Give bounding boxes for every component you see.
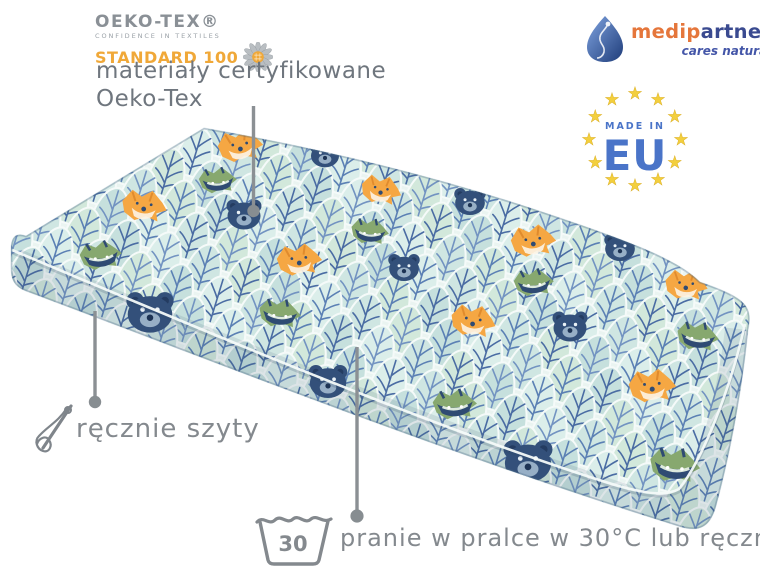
svg-text:★: ★ — [667, 107, 682, 127]
handsewn-feature-label: ręcznie szyty — [76, 414, 260, 444]
caption-line-2: Oeko-Tex — [96, 86, 203, 112]
eu-stars-circle: ★★★★★★★★★★★★ — [581, 84, 689, 196]
daisy-flower-icon — [243, 42, 274, 72]
svg-text:★: ★ — [627, 84, 642, 104]
svg-text:★: ★ — [588, 107, 603, 127]
svg-text:★: ★ — [627, 176, 642, 196]
needle-thread-icon — [35, 404, 73, 453]
svg-text:★: ★ — [673, 130, 688, 150]
oeko-tex-subtitle: CONFIDENCE IN TEXTILES — [95, 32, 221, 40]
caption-line-1: materiały certyfikowane — [96, 58, 387, 84]
svg-text:★: ★ — [650, 170, 665, 190]
svg-text:★: ★ — [667, 153, 682, 173]
mattress-seam — [11, 248, 747, 495]
certified-materials-caption: materiały certyfikowane Oeko-Tex — [96, 57, 386, 113]
svg-text:★: ★ — [650, 90, 665, 110]
oeko-tex-badge: OEKO-TEX® CONFIDENCE IN TEXTILES STANDAR… — [95, 12, 274, 72]
svg-text:★: ★ — [604, 90, 619, 110]
water-drop-figure-icon — [587, 16, 623, 62]
eu-label: EU — [603, 131, 668, 180]
brand-tagline: cares naturally — [681, 44, 760, 58]
mattress-side-shading — [11, 249, 750, 529]
brand-name: medipartners — [631, 22, 760, 42]
oeko-tex-standard: STANDARD 100 — [95, 47, 239, 67]
brand-logo: medipartners cares naturally — [584, 14, 760, 64]
svg-text:★: ★ — [604, 170, 619, 190]
wash-tub-icon: 30 — [255, 515, 333, 566]
made-in-eu-badge: ★★★★★★★★★★★★ MADE IN EU — [581, 84, 689, 196]
brand-name-blue: artners — [700, 20, 760, 43]
svg-text:★: ★ — [581, 130, 596, 150]
wash-temperature: 30 — [278, 532, 307, 556]
brand-name-orange: medip — [631, 20, 701, 43]
svg-text:★: ★ — [588, 153, 603, 173]
washing-feature-label: pranie w pralce w 30°C lub ręczne — [340, 524, 760, 552]
oeko-tex-title: OEKO-TEX® — [95, 12, 220, 32]
made-in-label: MADE IN — [605, 121, 665, 132]
